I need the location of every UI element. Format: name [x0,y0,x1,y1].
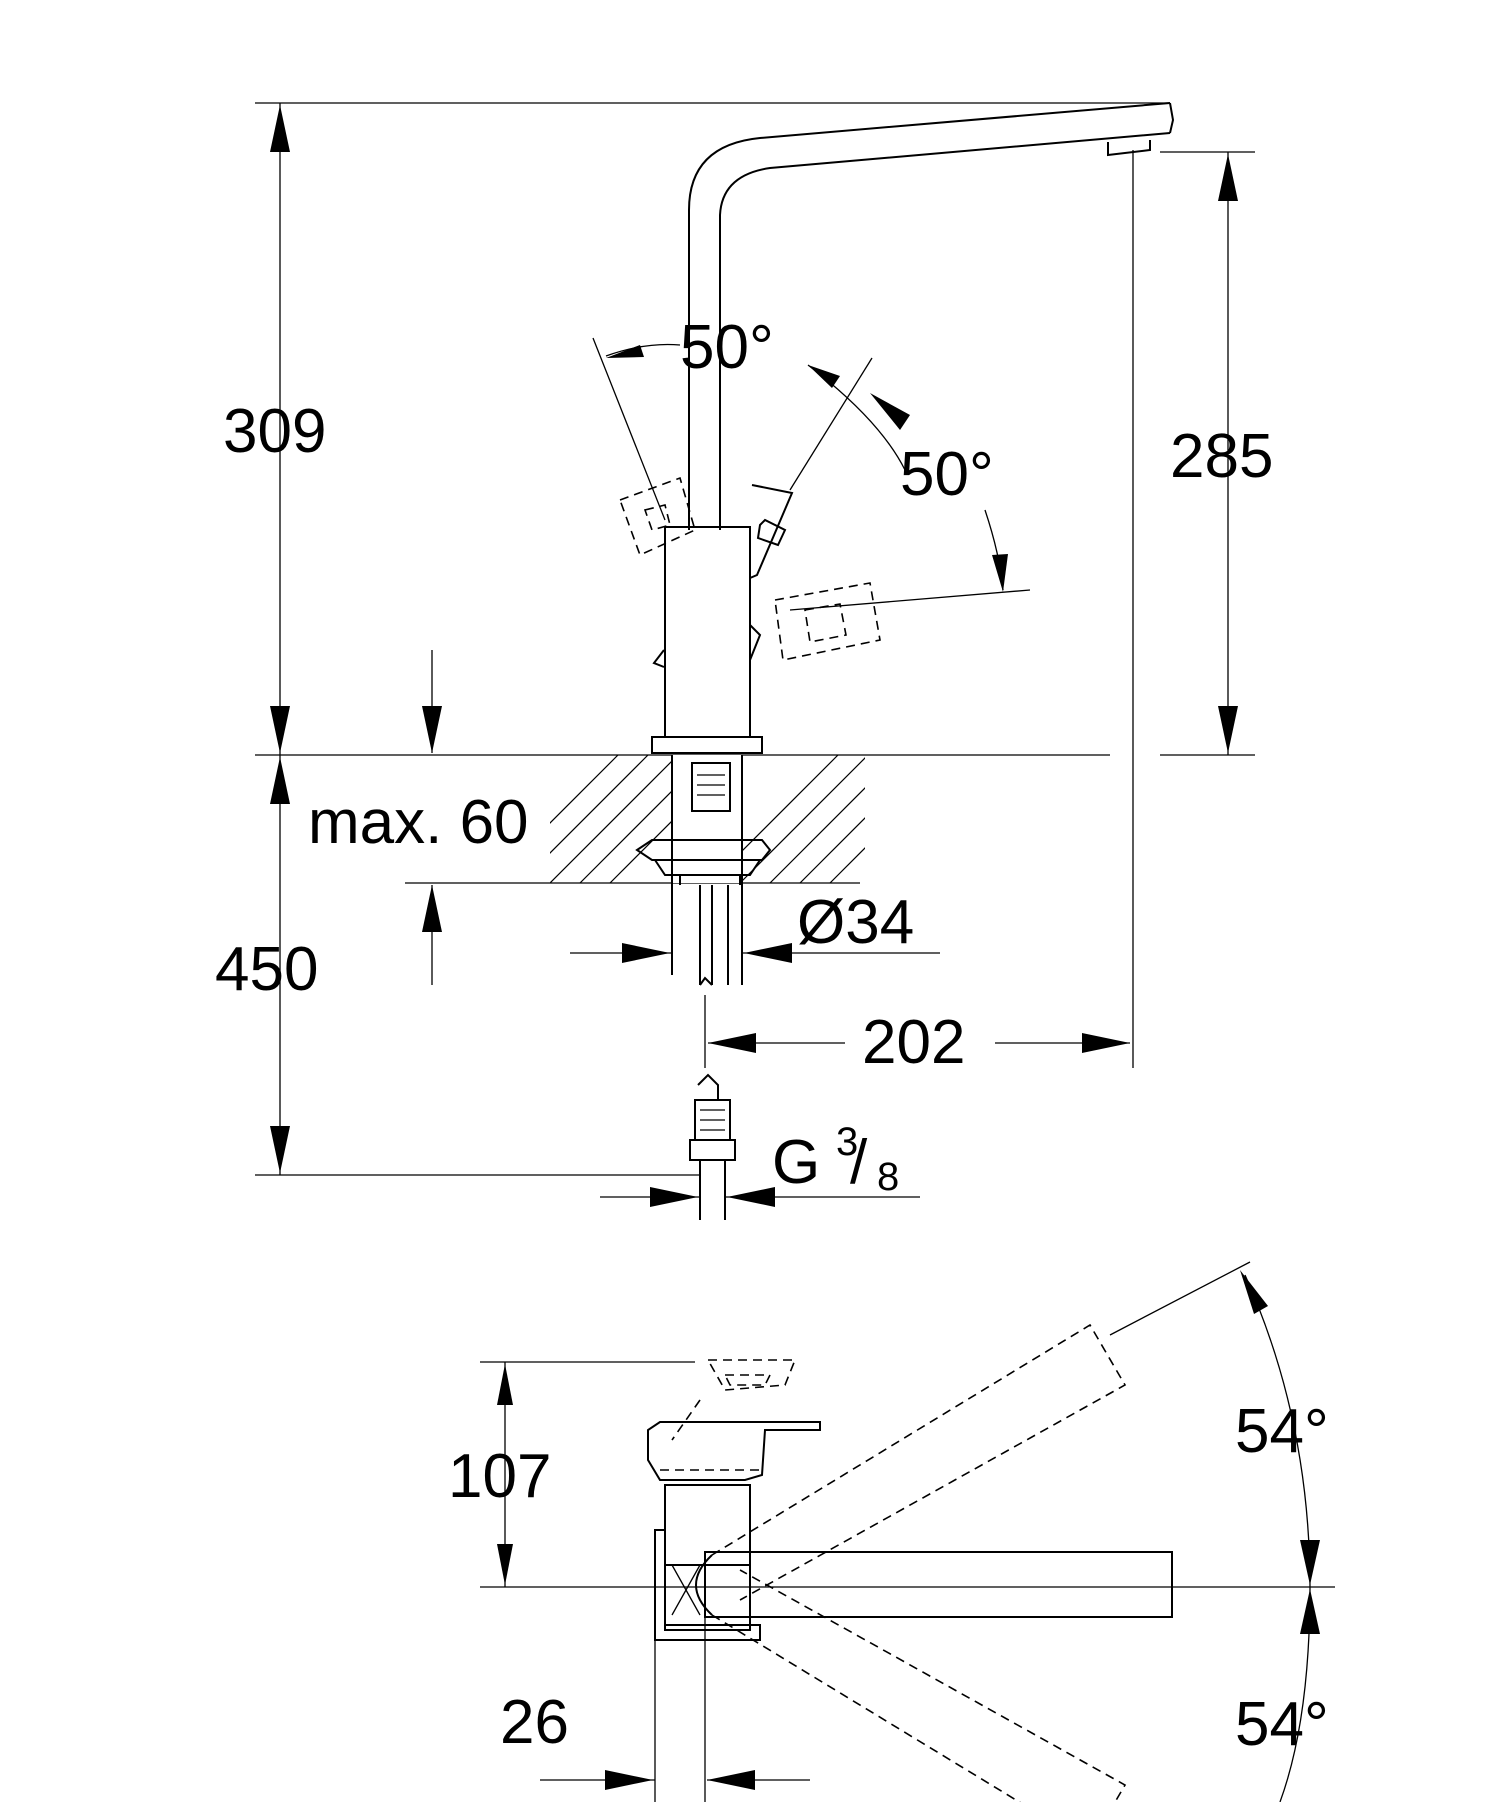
lever-plan [647,1359,821,1481]
dim-lever-height: 107 [448,1442,551,1511]
dim-below-deck: 450 [215,935,318,1004]
dim-spout-height: 285 [1170,422,1273,491]
dim-lever-angle-left: 50° [680,313,774,382]
dim-swivel-up: 54° [1235,1397,1329,1466]
dim-connection-den: 8 [877,1155,899,1199]
spout-plan [704,1551,1173,1618]
dim-lever-angle-right: 50° [900,440,994,509]
spout [688,102,1175,530]
dim-swivel-down: 54° [1235,1690,1329,1759]
dim-connection-num: 3 [836,1120,858,1164]
hose-connection [689,1073,736,1220]
plan-view [480,1261,1335,1802]
elevation-view [255,102,1255,1220]
dim-spout-reach: 202 [862,1008,965,1077]
lever-alt-positions [618,476,881,661]
dim-hole-diameter: Ø34 [797,888,914,957]
mounting-assembly [635,755,772,986]
lever [652,484,794,668]
dim-body-offset: 26 [500,1688,569,1757]
dim-overall-height: 309 [223,397,326,466]
dim-max-deck: max. 60 [308,788,529,857]
deck-section [550,755,865,883]
mixer-body [664,526,751,738]
dim-connection: G [772,1128,820,1197]
dim-connection-slash: / [850,1128,868,1197]
